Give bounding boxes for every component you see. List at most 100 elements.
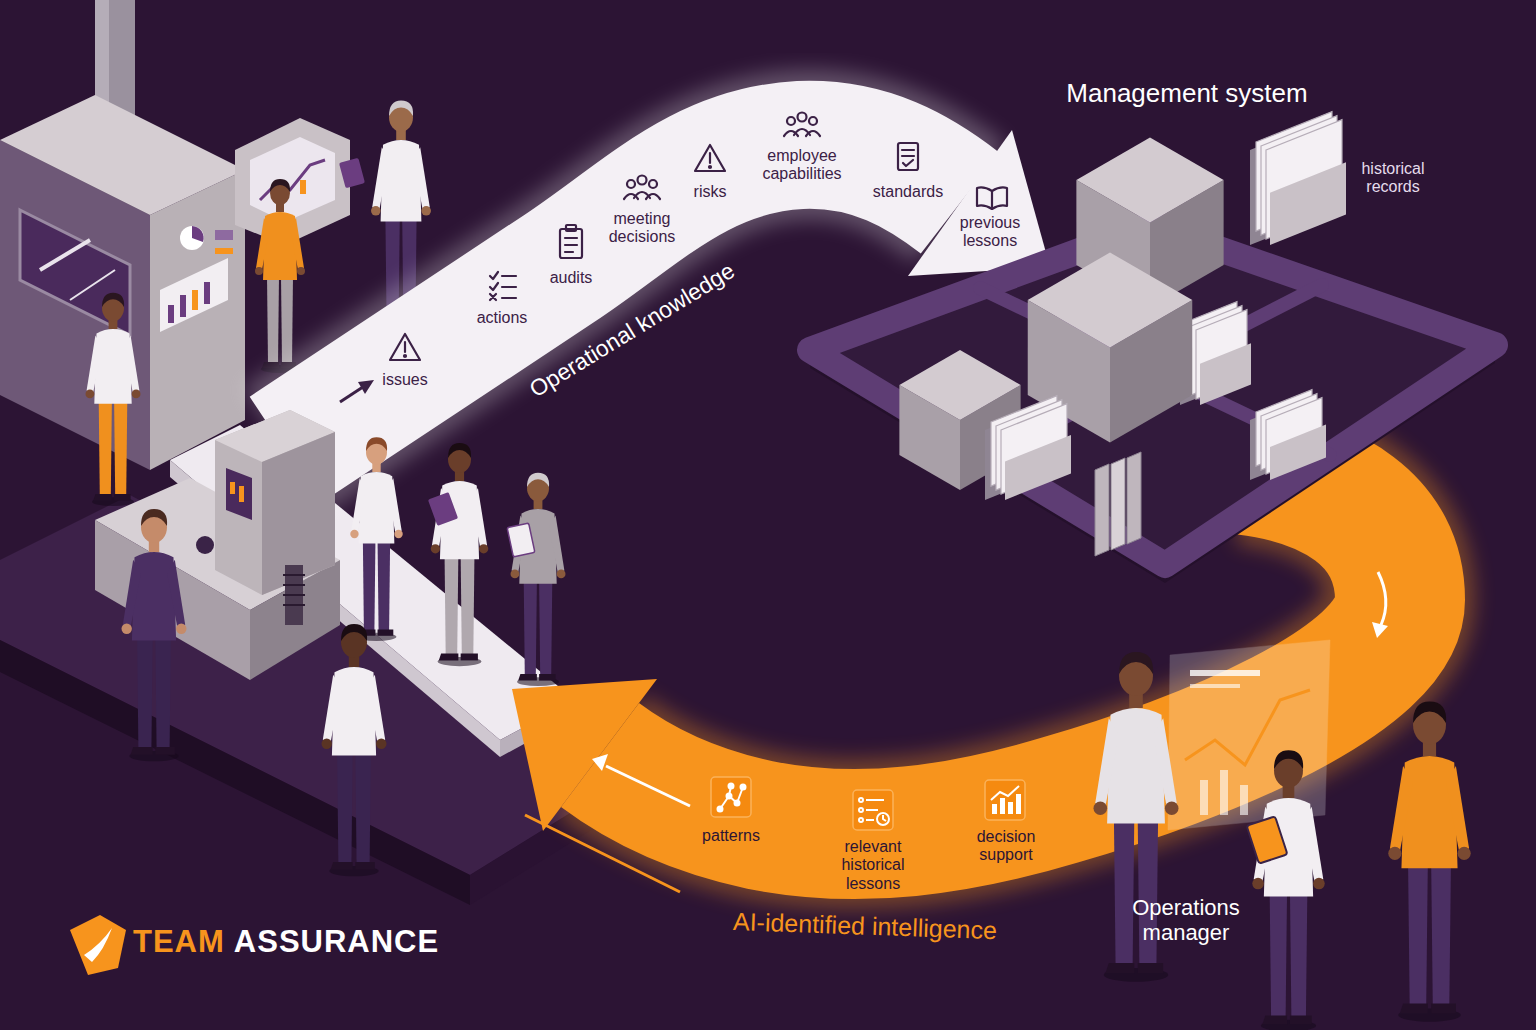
insight-icon — [877, 813, 889, 825]
platform-outline — [1095, 464, 1109, 556]
platform-outline — [1076, 138, 1223, 223]
platform-outline — [1200, 343, 1251, 405]
role-label: Operations manager — [1121, 895, 1251, 946]
control-console — [196, 536, 214, 554]
knowledge-icon — [709, 166, 711, 168]
logo-word: ASSURANCE — [234, 924, 439, 960]
worker-figure — [86, 293, 141, 506]
knowledge-icon — [798, 113, 807, 122]
knowledge-icon — [806, 131, 820, 136]
intelligence-band — [1378, 572, 1386, 625]
insight-icon — [741, 785, 746, 790]
factory-machine — [160, 258, 228, 332]
knowledge-icon — [502, 286, 516, 288]
knowledge-icon — [404, 342, 406, 352]
insight-icon — [853, 790, 893, 830]
intelligence-band — [512, 679, 657, 831]
knowledge-icon — [991, 191, 993, 209]
knowledge-icon — [809, 117, 817, 125]
worker-figure — [511, 473, 566, 686]
knowledge-icon — [902, 149, 914, 151]
knowledge-item: previous lessons — [953, 214, 1028, 251]
knowledge-item: audits — [550, 269, 593, 287]
knowledge-icon — [977, 187, 1007, 209]
knowledge-icon — [787, 117, 795, 125]
knowledge-band — [285, 130, 1050, 450]
floor-slab — [0, 640, 470, 905]
knowledge-icon — [902, 155, 914, 157]
platform-outline — [1005, 435, 1071, 500]
insight-icon — [1016, 794, 1021, 814]
factory-machine — [40, 240, 90, 270]
platform-outline — [1028, 253, 1193, 348]
factory-machine — [204, 282, 210, 304]
logo-word: TEAM — [133, 924, 225, 960]
platform-outline — [1270, 425, 1326, 480]
platform-outline — [1111, 458, 1125, 550]
intelligence-band — [592, 754, 608, 771]
knowledge-icon — [709, 153, 711, 163]
knowledge-item: standards — [873, 183, 943, 201]
factory-machine — [168, 305, 174, 323]
worker-figure — [122, 509, 187, 761]
worker-figure — [255, 179, 305, 373]
logo-mark — [70, 915, 126, 975]
dashboard-panel — [1168, 640, 1330, 830]
knowledge-icon — [565, 237, 577, 239]
insight-icon — [992, 794, 1021, 814]
factory-machine — [260, 160, 325, 200]
knowledge-icon — [390, 334, 420, 360]
worker-figure — [1247, 816, 1288, 863]
insight-icon — [866, 819, 874, 821]
knowledge-item: actions — [477, 309, 528, 327]
worker-figure — [350, 437, 403, 641]
insight-icon — [727, 794, 732, 799]
worker-figure — [339, 158, 365, 188]
logo-mark — [70, 915, 126, 975]
knowledge-icon — [566, 225, 576, 231]
worker-figure — [122, 509, 187, 761]
insight-icon — [859, 808, 863, 812]
insight-item: relevant historical lessons — [831, 838, 916, 893]
insight-icon — [992, 804, 997, 814]
platform-outline — [899, 350, 1020, 420]
management-platform: Management system — [790, 74, 1510, 574]
press-machine — [283, 575, 305, 605]
worker-figure — [322, 437, 566, 876]
knowledge-icon — [649, 180, 657, 188]
knowledge-icon — [638, 176, 647, 185]
knowledge-item: risks — [694, 183, 727, 201]
worker-figure — [1388, 702, 1471, 1022]
knowledge-item: meeting decisions — [597, 210, 687, 247]
knowledge-item: employee capabilities — [752, 147, 852, 184]
factory-machine — [0, 95, 245, 215]
insight-icon — [866, 799, 884, 801]
knowledge-icon — [404, 355, 406, 357]
record-label: historical records — [1348, 160, 1438, 197]
platform-outline — [1270, 162, 1346, 245]
knowledge-icon — [627, 180, 635, 188]
worker-figure — [322, 624, 387, 876]
factory-machine — [250, 137, 335, 222]
knowledge-band — [285, 145, 960, 450]
insight-icon — [718, 807, 723, 812]
insight-icon — [991, 786, 1019, 800]
intelligence-band — [512, 470, 1400, 892]
knowledge-band — [358, 380, 374, 394]
dashboard-panel — [1190, 670, 1260, 676]
insight-icon — [859, 818, 863, 822]
knowledge-icon — [646, 194, 660, 199]
insight-icon — [859, 798, 889, 825]
press-machine — [239, 486, 244, 502]
worker-figure — [428, 492, 458, 526]
insight-icon — [1000, 798, 1005, 814]
knowledge-icon — [565, 244, 577, 246]
knowledge-icon — [903, 160, 913, 166]
logo-mark — [84, 928, 112, 962]
knowledge-icon — [490, 272, 498, 279]
dashboard-panel — [1220, 770, 1228, 815]
worker-figure — [1094, 652, 1471, 1030]
knowledge-icon — [490, 283, 498, 290]
dashboard-panel — [1240, 785, 1248, 815]
insight-item: patterns — [702, 827, 760, 845]
